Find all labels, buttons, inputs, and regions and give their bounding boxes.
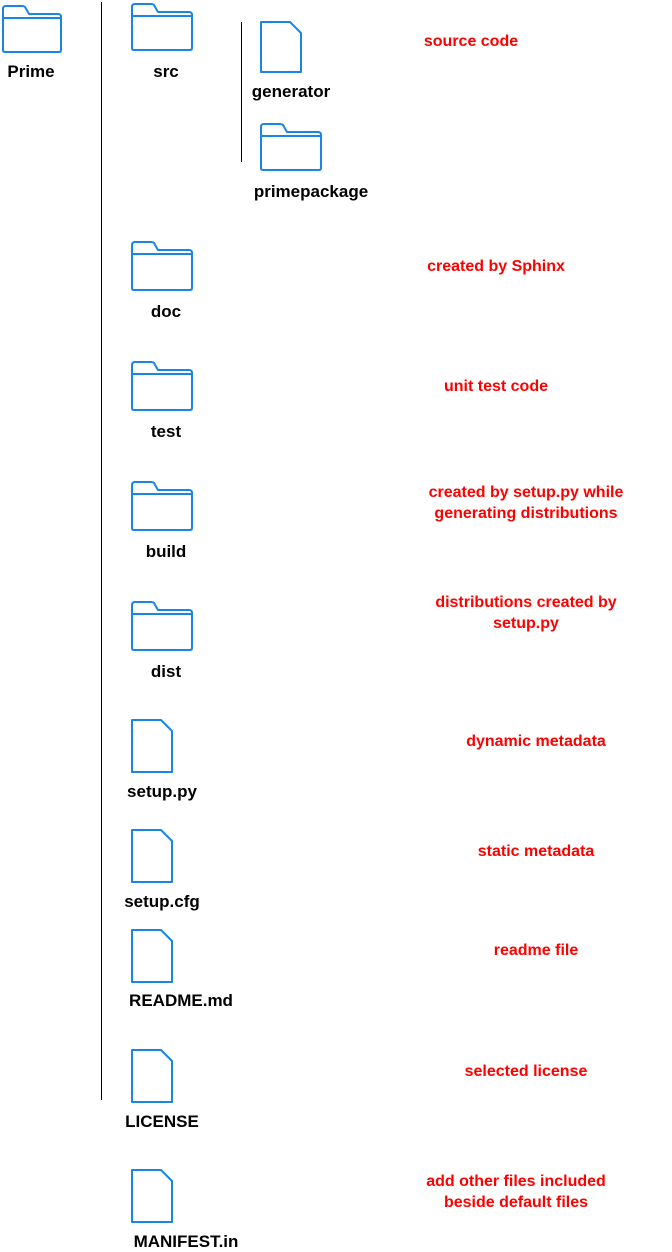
note-setup-py: dynamic metadata — [466, 731, 606, 752]
note-line: unit test code — [443, 378, 549, 395]
note-line: setup.py — [493, 615, 559, 632]
root-connector-line — [101, 2, 102, 1100]
note-setup-cfg: static metadata — [478, 841, 595, 862]
src-child-label-generator: generator — [251, 82, 331, 101]
note-line: distributions created by — [435, 594, 617, 611]
src-child-label-primepackage: primepackage — [253, 182, 369, 201]
entry-label-setup-cfg: setup.cfg — [124, 892, 200, 911]
note-readme: readme file — [494, 940, 578, 961]
note-line: generating distributions — [434, 505, 618, 522]
entry-label-test: test — [150, 422, 182, 441]
entry-label-manifest: MANIFEST.in — [133, 1232, 239, 1251]
folder-icon — [2, 5, 62, 53]
note-src: source code — [424, 31, 518, 52]
entry-label-setup-py: setup.py — [127, 782, 197, 801]
note-line: dynamic metadata — [466, 733, 606, 750]
entry-label-readme: README.md — [129, 991, 233, 1010]
file-icon — [260, 21, 302, 73]
note-manifest: add other files included beside default … — [426, 1171, 606, 1213]
folder-icon — [131, 3, 193, 51]
file-icon — [131, 929, 173, 983]
note-doc: created by Sphinx — [427, 256, 565, 277]
file-icon — [131, 719, 173, 773]
note-test: unit test code — [444, 376, 548, 397]
note-line: add other files included — [426, 1173, 606, 1190]
entry-label-doc: doc — [150, 302, 182, 321]
src-connector-line — [241, 22, 242, 162]
folder-icon — [131, 241, 193, 291]
root-folder-label: Prime — [7, 62, 55, 81]
note-line: beside default files — [443, 1194, 589, 1211]
folder-icon — [131, 481, 193, 531]
entry-label-build: build — [145, 542, 187, 561]
note-line: selected license — [464, 1063, 588, 1080]
file-icon — [131, 1049, 173, 1103]
note-line: static metadata — [477, 843, 595, 860]
entry-label-dist: dist — [150, 662, 182, 681]
entry-label-src: src — [153, 62, 179, 81]
file-icon — [131, 829, 173, 883]
folder-icon — [260, 123, 322, 171]
note-line: source code — [423, 33, 519, 50]
folder-icon — [131, 361, 193, 411]
note-dist: distributions created by setup.py — [435, 592, 616, 634]
note-line: created by Sphinx — [427, 258, 565, 275]
note-build: created by setup.py while generating dis… — [429, 482, 624, 524]
folder-icon — [131, 601, 193, 651]
note-line: readme file — [493, 942, 579, 959]
note-license: selected license — [465, 1061, 588, 1082]
file-icon — [131, 1169, 173, 1223]
entry-label-license: LICENSE — [125, 1112, 199, 1131]
note-line: created by setup.py while — [428, 484, 624, 501]
